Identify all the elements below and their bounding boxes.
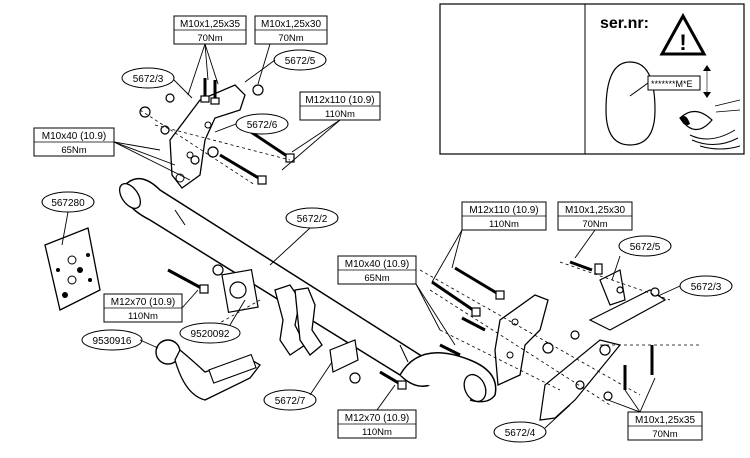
callout-5672-6: 5672/6 [235,113,289,135]
part-callouts: 5672/3 5672/5 5672/6 567280 5672/2 95200… [41,49,733,443]
spec-box-m10-40-left: M10x40 (10.9) 65Nm [33,127,115,157]
callout-5672-5-top: 5672/5 [273,49,327,71]
svg-text:5672/4: 5672/4 [505,428,536,439]
spec-torque: 110Nm [489,219,519,230]
bolts [139,78,660,401]
spec-box-m12-70-left: M12x70 (10.9) 110Nm [103,293,183,323]
spec-bolt: M10x40 (10.9) [345,259,409,270]
callout-9520092: 9520092 [179,322,241,344]
spec-bolt: M10x1,25x35 [635,415,695,426]
svg-text:5672/5: 5672/5 [285,56,316,67]
svg-text:9520092: 9520092 [191,329,230,340]
svg-text:5672/2: 5672/2 [297,214,328,225]
spec-bolt: M10x1,25x30 [565,205,625,216]
callout-5672-3-right: 5672/3 [679,275,733,297]
serial-number-panel: ser.nr: ! *******M*E [439,3,745,155]
left-side-bracket [169,84,246,189]
spec-torque: 70Nm [197,33,222,44]
spec-torque: 70Nm [652,429,677,440]
spec-bolt: M12x110 (10.9) [305,95,374,106]
assembly-guide-lines [139,109,700,406]
svg-text:9530916: 9530916 [93,336,132,347]
electrical-socket-panel [44,227,101,311]
spec-box-m12-110-right: M12x110 (10.9) 110Nm [461,201,547,231]
right-side-bracket [494,269,667,421]
spec-torque: 70Nm [278,33,303,44]
callout-9530916: 9530916 [81,329,143,351]
callout-567280: 567280 [41,191,95,213]
spec-torque: 65Nm [61,145,86,156]
spec-bolt: M10x1,25x35 [180,19,240,30]
svg-text:5672/5: 5672/5 [630,242,661,253]
svg-text:5672/7: 5672/7 [275,396,306,407]
svg-text:5672/6: 5672/6 [247,120,278,131]
svg-text:5672/3: 5672/3 [133,74,164,85]
callout-5672-2: 5672/2 [285,207,339,229]
spec-bolt: M10x1,25x30 [261,19,321,30]
callout-5672-5-right: 5672/5 [618,235,672,257]
eye-icon [679,99,741,150]
leader-lines [61,43,681,429]
spec-box-m10-35-bottom: M10x1,25x35 70Nm [627,411,703,441]
tow-plate-icon: *******M*E [605,61,711,146]
spec-box-m12-70-bottom: M12x70 (10.9) 110Nm [337,409,417,439]
svg-text:567280: 567280 [51,198,85,209]
spec-torque: 110Nm [325,109,355,120]
svg-text:!: ! [679,30,686,55]
spec-bolt: M10x40 (10.9) [42,131,106,142]
callout-5672-3-top: 5672/3 [121,67,175,89]
svg-text:5672/3: 5672/3 [691,282,722,293]
spec-box-m10-40-mid: M10x40 (10.9) 65Nm [337,255,417,285]
spec-torque: 65Nm [364,273,389,284]
spec-box-m10-30-top: M10x1,25x30 70Nm [254,15,328,45]
crossbar-tube [118,177,497,403]
spec-bolt: M12x70 (10.9) [345,413,409,424]
spec-torque: 110Nm [128,311,158,322]
spec-bolt: M12x110 (10.9) [469,205,538,216]
spec-bolt: M12x70 (10.9) [111,297,175,308]
spec-torque: 110Nm [362,427,392,438]
serial-title: ser.nr: [600,15,649,32]
plate-serial-text: *******M*E [651,79,693,89]
warning-icon: ! [659,12,707,56]
spec-box-m10-35-top: M10x1,25x35 70Nm [173,15,247,45]
tow-ball-neck [155,339,261,401]
callout-5672-7: 5672/7 [263,389,317,411]
spec-box-m10-30-right: M10x1,25x30 70Nm [557,201,633,231]
spec-box-m12-110-top: M12x110 (10.9) 110Nm [299,91,381,121]
spec-torque: 70Nm [582,219,607,230]
callout-5672-4: 5672/4 [493,421,547,443]
